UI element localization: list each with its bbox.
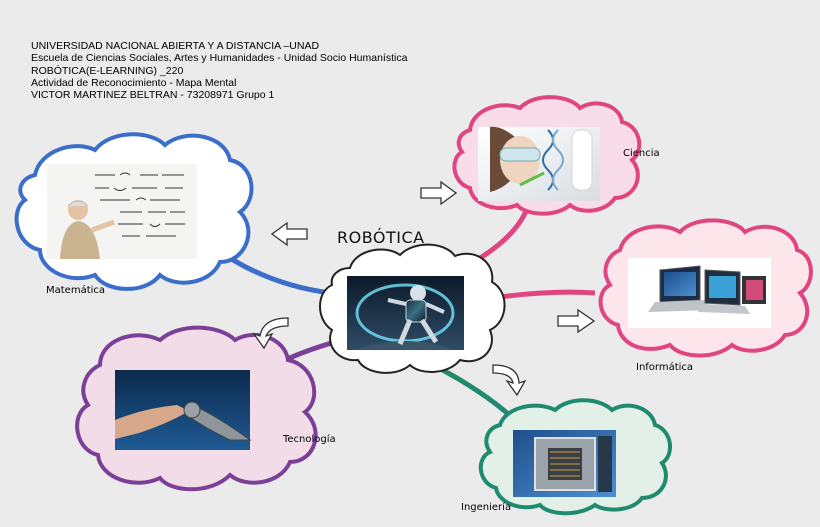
header-line-school: Escuela de Ciencias Sociales, Artes y Hu… bbox=[31, 52, 408, 65]
arrow-to-tecnologia bbox=[252, 317, 289, 350]
cpu-socket-image bbox=[513, 430, 616, 497]
connector-informatica bbox=[491, 289, 596, 301]
arrow-to-matematica bbox=[270, 221, 308, 247]
header-line-university: UNIVERSIDAD NACIONAL ABIERTA Y A DISTANC… bbox=[31, 40, 320, 52]
connector-matematica bbox=[220, 250, 331, 296]
label-matematica: Matemática bbox=[46, 285, 106, 296]
arrow-to-informatica bbox=[557, 308, 596, 334]
header-line-activity: Actividad de Reconocimiento - Mapa Menta… bbox=[31, 76, 237, 89]
math-professor-image bbox=[47, 164, 197, 259]
label-ciencia: Ciencia bbox=[623, 148, 660, 159]
header-line-course: ROBÓTICA(E-LEARNING) _220 bbox=[31, 64, 184, 77]
robot-image bbox=[347, 276, 464, 350]
robot-handshake-image bbox=[115, 370, 252, 450]
arrow-to-ciencia bbox=[420, 180, 458, 206]
scientist-dna-image bbox=[478, 126, 600, 201]
label-ingenieria: Ingeniería bbox=[461, 502, 512, 513]
laptops-image bbox=[628, 258, 771, 328]
header-text: UNIVERSIDAD NACIONAL ABIERTA Y A DISTANC… bbox=[31, 40, 407, 101]
label-informatica: Informática bbox=[636, 362, 694, 373]
header-line-author: VICTOR MARTINEZ BELTRAN - 73208971 Grupo… bbox=[31, 89, 275, 102]
label-tecnologia: Tecnología bbox=[283, 434, 336, 445]
center-title: ROBÓTICA bbox=[337, 228, 425, 247]
arrow-to-ingenieria bbox=[492, 364, 527, 397]
